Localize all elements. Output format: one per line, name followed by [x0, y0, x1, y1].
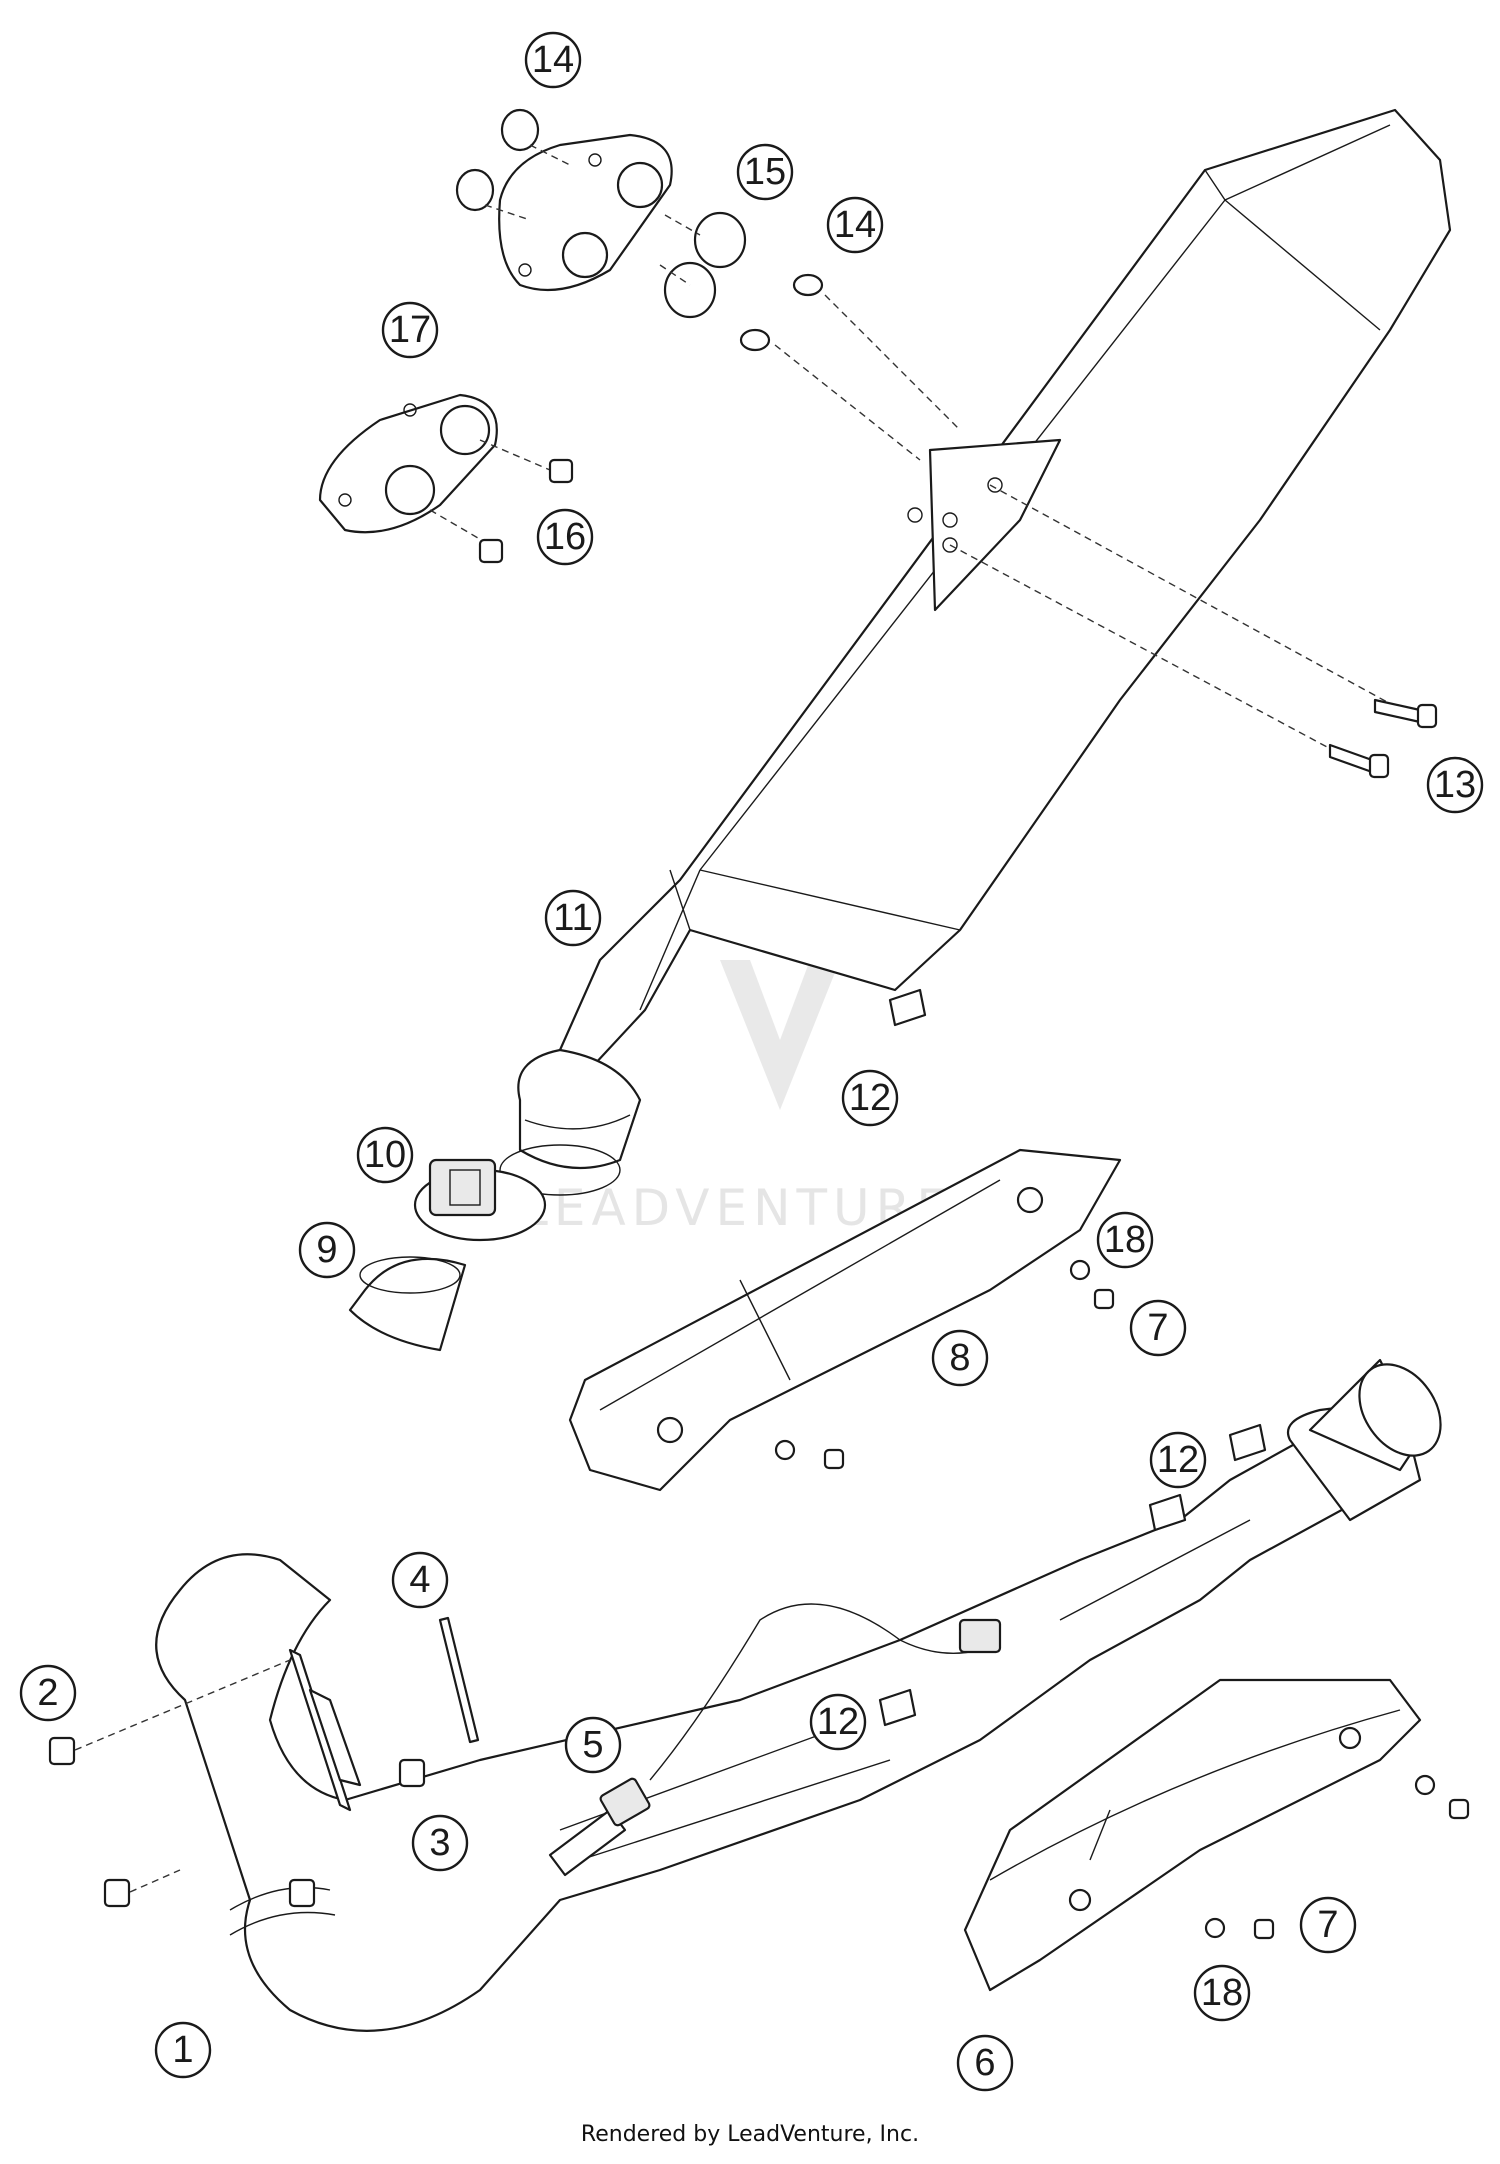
- svg-text:17: 17: [389, 309, 431, 351]
- callout-14-right[interactable]: 14: [826, 196, 884, 254]
- svg-text:14: 14: [532, 39, 574, 81]
- screws-13: [1328, 698, 1438, 779]
- o2-sensor: [548, 1603, 1002, 1877]
- svg-text:12: 12: [849, 1077, 891, 1119]
- callout-6[interactable]: 6: [956, 2034, 1014, 2092]
- callout-18-lower[interactable]: 18: [1193, 1964, 1251, 2022]
- heat-shield-lower: [963, 1678, 1422, 1992]
- callout-7-upper[interactable]: 7: [1129, 1299, 1187, 1357]
- pipe-outlet: [1287, 1358, 1442, 1522]
- callout-8[interactable]: 8: [931, 1329, 989, 1387]
- callout-1[interactable]: 1: [154, 2021, 212, 2079]
- svg-text:15: 15: [744, 151, 786, 193]
- callout-7-lower[interactable]: 7: [1299, 1896, 1357, 1954]
- svg-text:10: 10: [364, 1134, 406, 1176]
- svg-text:2: 2: [37, 1672, 58, 1714]
- svg-text:1: 1: [172, 2029, 193, 2071]
- small-fasteners: [774, 1259, 1470, 1940]
- callout-12-mid[interactable]: 12: [841, 1069, 899, 1127]
- callout-3[interactable]: 3: [411, 1814, 469, 1872]
- muffler: [499, 108, 1452, 1196]
- mount-plate-upper: [498, 133, 673, 292]
- callout-4[interactable]: 4: [391, 1551, 449, 1609]
- svg-text:9: 9: [316, 1229, 337, 1271]
- sleeve: [348, 1256, 467, 1352]
- callout-2[interactable]: 2: [19, 1664, 77, 1722]
- callout-13[interactable]: 13: [1426, 756, 1484, 814]
- callout-12-lower[interactable]: 12: [809, 1693, 867, 1751]
- clip-nuts: [878, 988, 1267, 1727]
- callout-15[interactable]: 15: [736, 143, 794, 201]
- callout-12-right[interactable]: 12: [1149, 1431, 1207, 1489]
- callout-9[interactable]: 9: [298, 1221, 356, 1279]
- svg-text:12: 12: [1157, 1439, 1199, 1481]
- render-credit: Rendered by LeadVenture, Inc.: [580, 2122, 920, 2147]
- svg-text:18: 18: [1201, 1972, 1243, 2014]
- svg-text:11: 11: [553, 897, 592, 939]
- flange-gaskets: [48, 1616, 480, 1908]
- svg-text:18: 18: [1104, 1219, 1146, 1261]
- mount-plate-lower: [318, 393, 498, 534]
- svg-text:12: 12: [817, 1701, 859, 1743]
- svg-text:7: 7: [1147, 1307, 1168, 1349]
- svg-text:4: 4: [409, 1559, 430, 1601]
- callout-14-top[interactable]: 14: [524, 31, 582, 89]
- muffler-bracket: [907, 438, 1062, 612]
- svg-text:3: 3: [429, 1822, 450, 1864]
- bushings: [455, 108, 824, 352]
- svg-text:13: 13: [1434, 764, 1476, 806]
- callout-10[interactable]: 10: [356, 1126, 414, 1184]
- callout-17[interactable]: 17: [381, 301, 439, 359]
- clamp: [413, 1158, 547, 1242]
- screws-16: [478, 458, 574, 564]
- svg-text:8: 8: [949, 1337, 970, 1379]
- svg-text:16: 16: [544, 516, 586, 558]
- heat-shield-upper: [568, 1148, 1122, 1492]
- callout-5[interactable]: 5: [564, 1716, 622, 1774]
- callout-16[interactable]: 16: [536, 508, 594, 566]
- callout-11[interactable]: 11: [544, 889, 602, 947]
- svg-text:6: 6: [974, 2042, 995, 2084]
- svg-text:14: 14: [834, 204, 876, 246]
- svg-text:7: 7: [1317, 1904, 1338, 1946]
- svg-text:5: 5: [582, 1724, 603, 1766]
- callout-18-upper[interactable]: 18: [1096, 1211, 1154, 1269]
